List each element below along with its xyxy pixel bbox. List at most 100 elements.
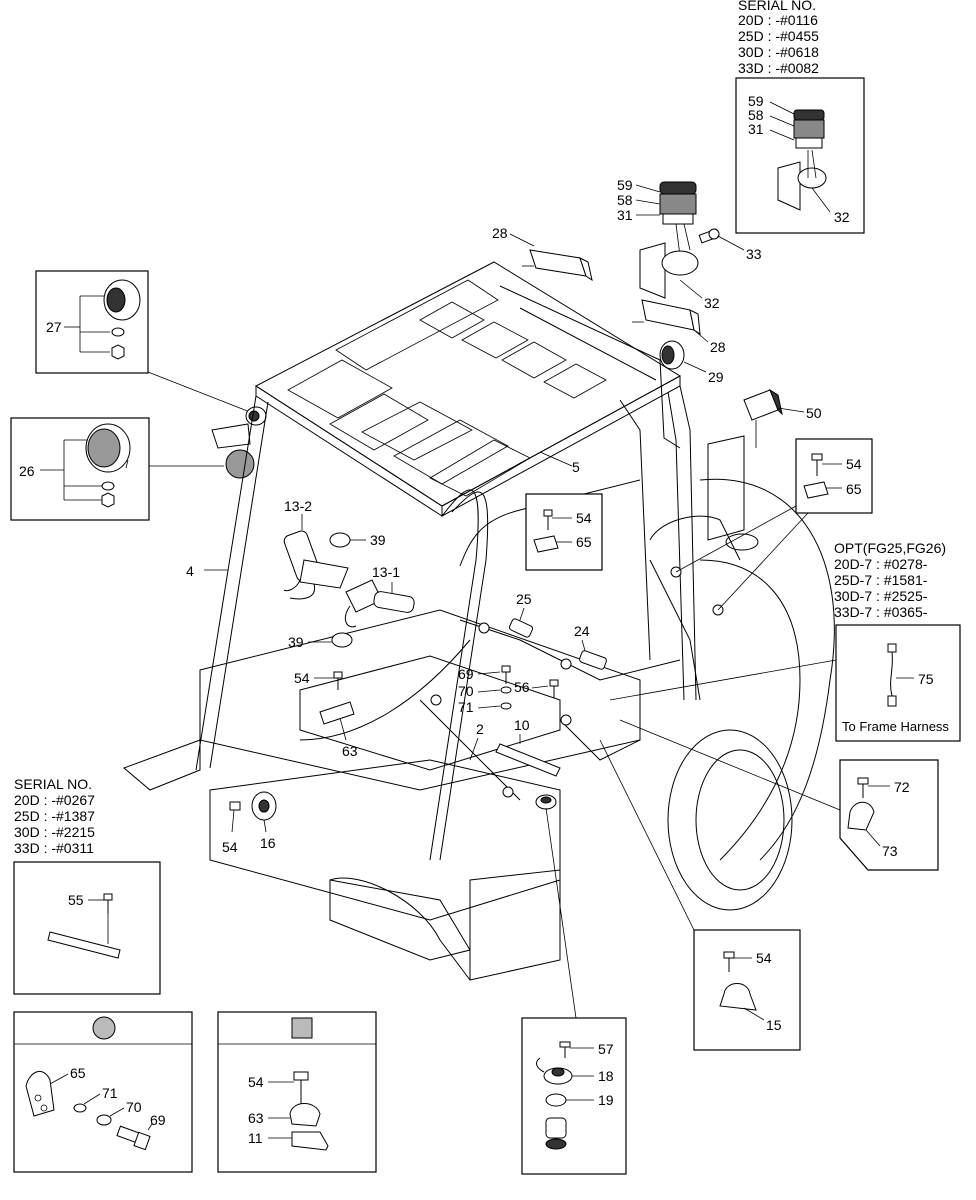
callout-71: 71: [458, 699, 474, 715]
callout-19: 19: [598, 1092, 614, 1108]
callout-32-top: 32: [834, 209, 850, 225]
lamp-27-on-guard: [245, 406, 267, 426]
sensor-24: 24: [574, 623, 607, 670]
combination-switch-13-1: 13-1: [344, 564, 415, 628]
clamp-icon: [847, 801, 875, 831]
overhead-guard: [195, 261, 697, 861]
beacon-lamp-icon: [659, 181, 697, 225]
opt-line-2: 25D-7 : #1581-: [834, 572, 928, 588]
beacon-lamp-icon: [793, 109, 825, 149]
callout-54-right: 54: [846, 456, 862, 472]
washer-70: 70: [458, 683, 512, 699]
serial-left-title: SERIAL NO.: [14, 776, 92, 792]
switch-18-on-truck: [535, 794, 557, 810]
callout-59-top: 59: [748, 93, 764, 109]
bolt-icon: [116, 1125, 151, 1151]
callout-65-legend: 65: [70, 1065, 86, 1081]
callout-39-upper: 39: [370, 532, 386, 548]
callout-29: 29: [708, 369, 724, 385]
switch-25: 25: [508, 591, 534, 638]
headlamp-icon: [85, 423, 131, 473]
callout-73: 73: [882, 843, 898, 859]
serial-top-line-4: 33D : -#0082: [738, 60, 819, 76]
callout-28-right: 28: [710, 339, 726, 355]
bolt-icon: [698, 228, 720, 244]
detail-box-54-65-center: 54 65: [525, 493, 603, 571]
callout-25: 25: [516, 591, 532, 607]
clamp-icon: [289, 1103, 321, 1127]
callout-71-legend: 71: [102, 1085, 118, 1101]
nut-icon: [545, 1093, 567, 1107]
harness-wire-icon: [887, 643, 897, 707]
detail-box-26: 26: [10, 417, 150, 521]
work-lamp-28-right: 28: [632, 299, 726, 355]
clamp-63: 63: [319, 701, 358, 759]
bolt-54-left: 54: [294, 670, 343, 690]
callout-75: 75: [918, 671, 934, 687]
bracket-10: 10: [495, 717, 561, 777]
bolt-icon: [857, 777, 869, 798]
dotted-circle-icon: [92, 1016, 116, 1040]
serial-top-line-2: 25D : -#0455: [738, 28, 819, 44]
clamp-icon: [719, 983, 757, 1011]
detail-box-72-73: 72 73: [839, 759, 939, 871]
callout-11: 11: [248, 1130, 263, 1146]
opt-box: OPT(FG25,FG26) 20D-7 : #0278- 25D-7 : #1…: [834, 540, 961, 742]
callout-5: 5: [572, 459, 580, 475]
callout-65-right: 65: [846, 481, 862, 497]
wiring-harness-5: [299, 285, 741, 801]
boot-icon: [545, 1117, 567, 1150]
callout-2: 2: [476, 721, 484, 737]
roof-slats: [287, 279, 607, 497]
callout-33: 33: [746, 246, 762, 262]
horn-16: 16 54: [222, 791, 277, 855]
callout-59: 59: [617, 177, 633, 193]
serial-left-line-1: 20D : -#0267: [14, 792, 95, 808]
beacon-bracket-icon: [777, 161, 827, 211]
clip-icon: [533, 535, 559, 553]
bracket-icon: [291, 1131, 329, 1151]
dotted-square-icon: [291, 1017, 313, 1039]
callout-69-legend: 69: [150, 1112, 166, 1128]
callout-28-left: 28: [492, 225, 508, 241]
opt-note: To Frame Harness: [842, 719, 949, 734]
callout-26: 26: [19, 463, 35, 479]
harness-2: 2: [469, 721, 484, 761]
callout-69: 69: [458, 666, 474, 682]
bolt-icon: [293, 1071, 309, 1104]
callout-31: 31: [617, 207, 633, 223]
bolt-icon: [543, 509, 553, 530]
work-lamp-28-left: 28: [492, 225, 593, 282]
detail-box-54-15: 54 15: [693, 929, 801, 1051]
detail-box-27: 27: [35, 270, 149, 374]
serial-box-top: SERIAL NO. 20D : -#0116 25D : -#0455 30D…: [735, 0, 865, 234]
ring-39-lower: 39: [288, 632, 353, 650]
legend-box-circle: 65 71 70 69: [13, 1011, 193, 1173]
callout-13-1: 13-1: [372, 564, 400, 580]
detail-box-54-65-right: 54 65: [795, 438, 873, 514]
clip-icon: [25, 1071, 55, 1117]
callout-54-left: 54: [294, 670, 310, 686]
bolt-69: 69: [458, 665, 511, 684]
callout-57: 57: [598, 1041, 614, 1057]
callout-70: 70: [458, 683, 474, 699]
serial-top-line-1: 20D : -#0116: [738, 12, 818, 28]
serial-top-title: SERIAL NO.: [738, 0, 816, 13]
callout-54-horn: 54: [222, 839, 238, 855]
screw-icon: [559, 1041, 571, 1058]
callout-27: 27: [46, 319, 62, 335]
callout-16: 16: [260, 835, 276, 851]
callout-54-center: 54: [576, 510, 592, 526]
bracket-icon: [47, 931, 121, 959]
bolt-icon: [103, 893, 113, 914]
callout-31-top: 31: [748, 121, 764, 137]
detail-box-57-18-19: 57 18 19: [521, 1017, 627, 1175]
combination-switch-13-2: 13-2: [283, 498, 349, 600]
bolt-56: 56: [514, 679, 559, 698]
callout-55: 55: [68, 892, 84, 908]
callout-63-legend: 63: [248, 1110, 264, 1126]
callout-58: 58: [617, 192, 633, 208]
legend-box-square: 54 63 11: [217, 1011, 377, 1173]
bolt-icon: [723, 951, 735, 972]
callout-70-legend: 70: [126, 1099, 142, 1115]
